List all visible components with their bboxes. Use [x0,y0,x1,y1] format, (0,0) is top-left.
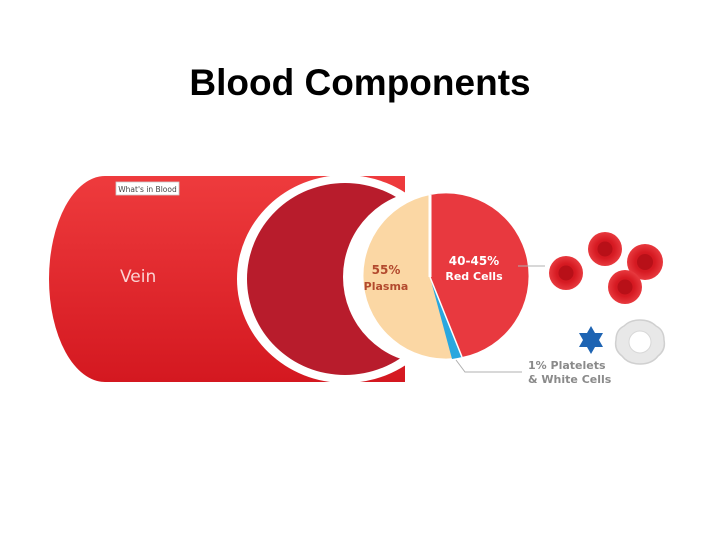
platelets-white-label-line1: 1% Platelets [528,359,606,372]
tag-label: What's in Blood [118,185,177,194]
platelets-leader [455,359,522,373]
tag-box [115,181,180,196]
red-cells-slice [430,193,529,357]
red-cells-percent: 40-45% [449,254,499,268]
vein-label: Vein [120,267,156,287]
red-blood-cells-icon [549,232,663,304]
plasma-percent: 55% [372,263,401,277]
white-cell-icon [614,319,666,365]
platelet-icon [579,326,603,354]
platelets-white-label-line2: & White Cells [528,373,612,386]
plasma-name: Plasma [364,280,409,293]
plasma-slice [363,195,462,359]
composition-pie [343,190,529,364]
slide-title: Blood Components [189,62,531,103]
red-cells-name: Red Cells [445,270,503,283]
